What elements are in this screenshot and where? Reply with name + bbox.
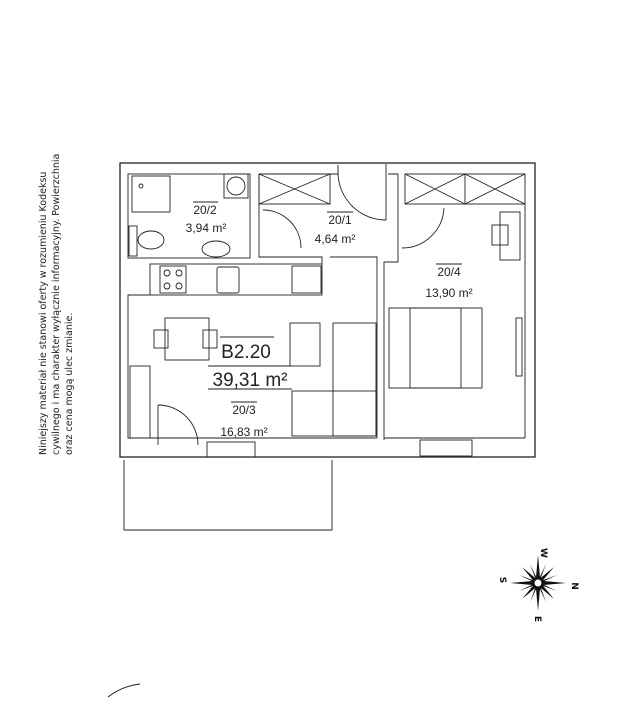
washing-machine	[223, 173, 249, 199]
room-area: 4,64 m²	[315, 232, 356, 246]
dining-chair-right	[202, 329, 218, 349]
desk-chair	[491, 224, 509, 246]
fridge	[291, 265, 322, 294]
compass-label: E	[532, 616, 542, 622]
kitchen-sink-icon	[216, 266, 240, 294]
sofa-chaise	[291, 390, 377, 437]
shower-drain-icon	[138, 183, 144, 189]
coffee-table	[289, 322, 321, 367]
balcony-door-arc	[157, 404, 199, 446]
sofa	[332, 322, 377, 437]
living-window	[206, 441, 256, 458]
bathroom-wall	[127, 173, 251, 259]
room-area: 3,94 m²	[186, 221, 227, 235]
disclaimer-line: cywilnego i ma charakter wyłącznie infor…	[51, 154, 62, 455]
disclaimer: Niniejszy materiał nie stanowi oferty w …	[38, 154, 75, 455]
desk	[499, 211, 521, 261]
living-wall-right	[330, 256, 378, 438]
disclaimer-line: oraz cena mogą ulec zmianie.	[64, 313, 75, 455]
shower-tray	[131, 175, 171, 213]
cooktop-icon	[159, 265, 187, 294]
bed-mattress	[409, 307, 483, 389]
unit-id: B2.20	[221, 342, 271, 363]
hall-wall	[258, 174, 323, 264]
washing-machine-drum	[226, 176, 246, 196]
room-number: 20/2	[193, 203, 217, 217]
toilet-tank	[128, 225, 138, 257]
balcony	[123, 460, 333, 531]
room-number: 20/4	[437, 265, 461, 279]
room-number: 20/3	[232, 403, 256, 417]
compass-label: S	[497, 577, 507, 583]
bed	[388, 307, 462, 389]
room-area: 16,83 m²	[220, 425, 267, 439]
hall-bedroom-wall	[383, 173, 399, 440]
dining-chair-left	[153, 329, 169, 349]
arc-mark	[107, 683, 141, 698]
disclaimer-line: Niniejszy materiał nie stanowi oferty w …	[38, 172, 49, 455]
kitchen-counter	[149, 263, 323, 296]
bedroom-window	[419, 439, 473, 457]
outer-wall	[119, 162, 536, 458]
toilet-icon	[137, 230, 165, 250]
compass-label: N	[569, 582, 579, 590]
sink-icon	[201, 240, 231, 258]
wardrobe-living	[129, 365, 151, 439]
dining-table	[164, 317, 210, 361]
entrance-door-arc	[337, 165, 387, 221]
wardrobe-hall	[258, 173, 331, 205]
room-number: 20/1	[328, 213, 352, 227]
bedroom-door-arc	[401, 207, 445, 249]
bathroom-door-arc	[262, 209, 302, 249]
compass-label: W	[538, 548, 548, 558]
radiator	[515, 317, 523, 377]
living-wall	[127, 294, 377, 439]
unit-area: 39,31 m²	[213, 370, 288, 391]
compass-rose-icon: W N E S	[497, 548, 579, 622]
room-area: 13,90 m²	[425, 286, 472, 300]
